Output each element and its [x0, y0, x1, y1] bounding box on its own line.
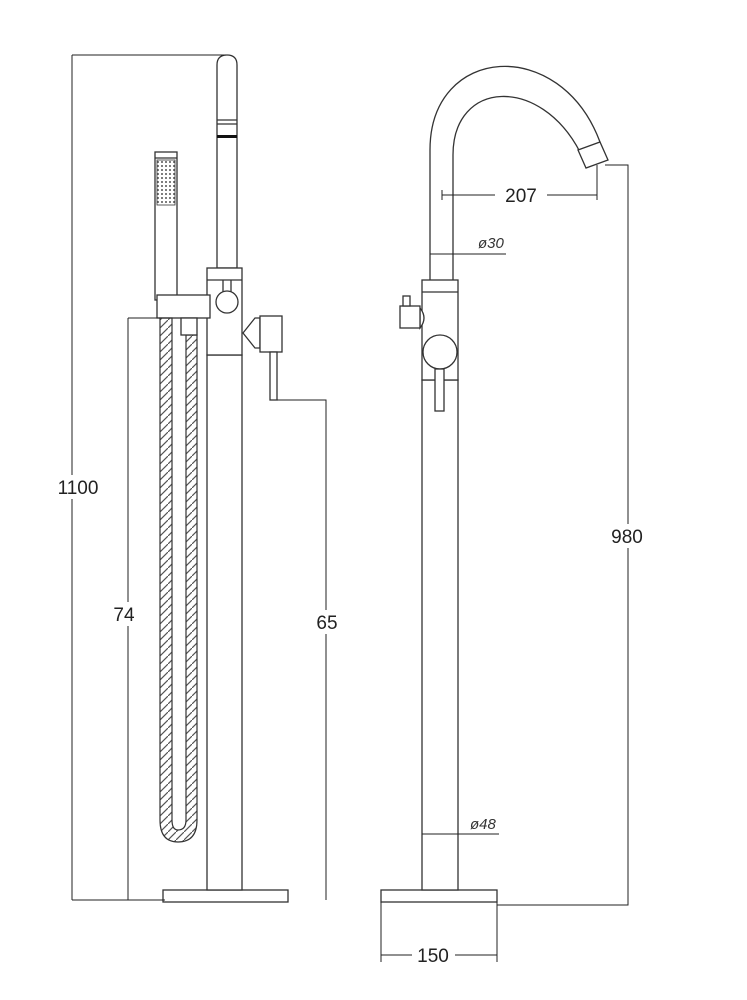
column — [421, 379, 459, 891]
hose — [159, 317, 198, 843]
lever — [434, 368, 445, 412]
dim-hose-height: 74 — [113, 605, 135, 626]
hose-nut — [180, 317, 198, 336]
gooseneck-inner — [452, 95, 581, 282]
base-plate — [380, 889, 498, 903]
lever-handle — [259, 315, 283, 353]
diverter-button — [399, 305, 421, 329]
lever — [269, 351, 278, 401]
gooseneck-outer — [429, 65, 601, 282]
band — [217, 135, 237, 138]
dim-total-height: 1100 — [58, 478, 99, 499]
dim-base-width: 150 — [417, 946, 449, 967]
dim-column-diameter: ø48 — [470, 816, 497, 833]
column — [206, 354, 243, 891]
dim-lever-height: 65 — [316, 613, 337, 634]
spout-tube — [216, 54, 238, 269]
handshower-holder — [156, 294, 211, 319]
front-dimensions: 1100 74 65 — [50, 54, 344, 901]
base-plate — [162, 889, 289, 903]
front-view — [154, 54, 289, 903]
side-dimensions: 207 ø30 980 ø48 150 — [380, 164, 651, 967]
lever-hub — [422, 334, 458, 370]
dim-spout-reach: 207 — [505, 186, 537, 207]
diverter-knob — [215, 290, 239, 314]
dim-spout-diameter: ø30 — [478, 235, 505, 252]
spout-outlet — [577, 141, 609, 169]
side-view — [380, 65, 609, 903]
dim-outlet-height: 980 — [611, 527, 643, 548]
